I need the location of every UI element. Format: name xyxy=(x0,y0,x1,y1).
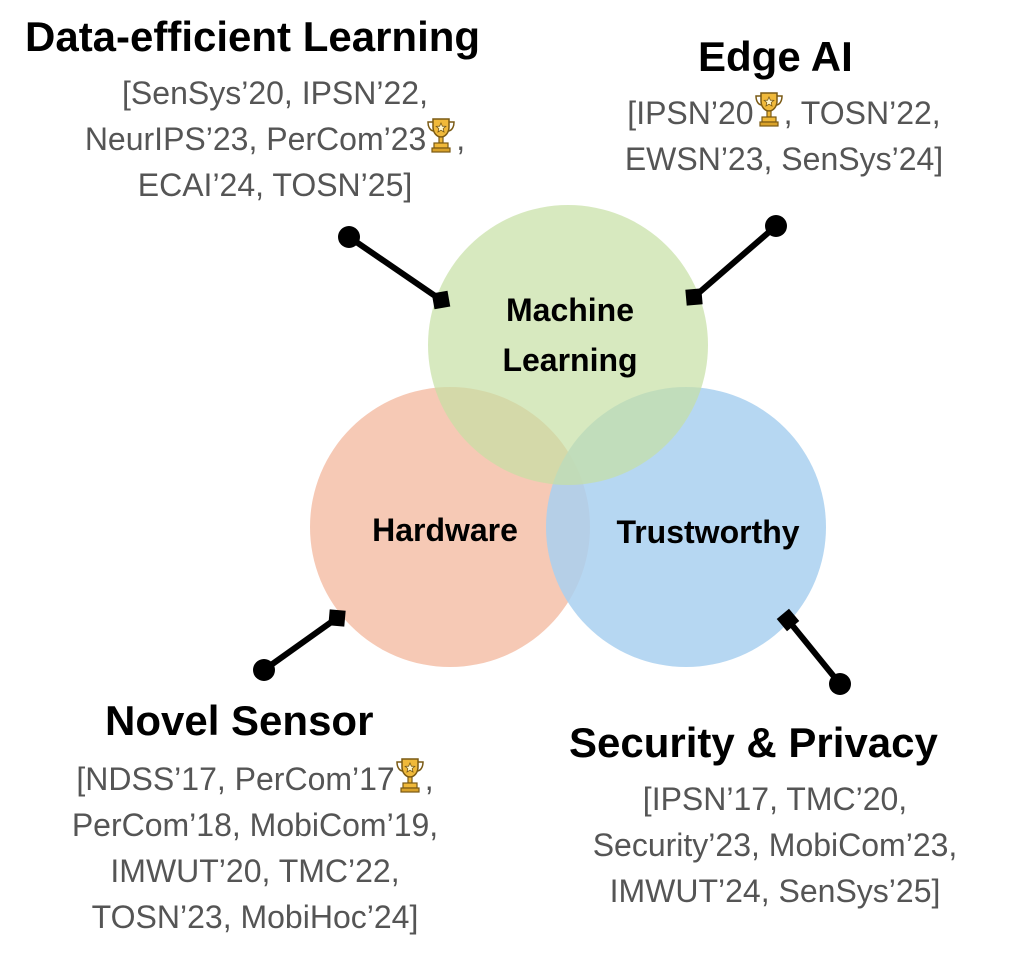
trophy-icon xyxy=(395,758,424,793)
security-privacy-title: Security & Privacy xyxy=(569,719,938,766)
security-privacy-pubs-line1: [IPSN’17, TMC’20, xyxy=(642,781,908,817)
novel-sensor-publications: [NDSS’17, PerCom’17, PerCom’18, MobiCom’… xyxy=(30,756,480,940)
data-efficient-pubs-line2: NeurIPS’23, PerCom’23, xyxy=(0,116,550,162)
novel-sensor-pubs-line1b: , xyxy=(424,761,434,797)
data-efficient-title: Data-efficient Learning xyxy=(25,13,481,60)
data-efficient-pubs-line1: [SenSys’20, IPSN’22, xyxy=(122,75,428,111)
connector-data-efficient xyxy=(338,226,451,310)
edge-ai-pubs-line1b: , TOSN’22, xyxy=(783,95,941,131)
novel-sensor-pubs-line1a: [NDSS’17, PerCom’17 xyxy=(76,761,395,797)
edge-ai-pubs-line1: [IPSN’20 , TOSN’22, xyxy=(584,90,984,136)
novel-sensor-pubs-line3: IMWUT’20, TMC’22, xyxy=(110,853,400,889)
connector-security-privacy xyxy=(776,608,851,695)
connector-novel-sensor xyxy=(253,609,346,681)
trophy-icon xyxy=(754,92,783,127)
data-efficient-pubs-line2a: NeurIPS’23, PerCom’23 xyxy=(84,121,427,157)
security-privacy-pubs-line2: Security’23, MobiCom’23, xyxy=(592,827,958,863)
machine-learning-circle xyxy=(428,205,708,485)
data-efficient-pubs-line2b: , xyxy=(456,121,466,157)
trustworthy-label: Trustworthy xyxy=(616,514,800,550)
edge-ai-publications: [IPSN’20 , TOSN’22, EWSN’23, SenSys’24] xyxy=(584,90,984,182)
security-privacy-pubs-line3: IMWUT’24, SenSys’25] xyxy=(609,873,941,909)
hardware-label: Hardware xyxy=(372,512,518,548)
data-efficient-publications: [SenSys’20, IPSN’22, NeurIPS’23, PerCom’… xyxy=(0,70,550,208)
connector-edge-ai xyxy=(685,215,787,306)
security-privacy-publications: [IPSN’17, TMC’20, Security’23, MobiCom’2… xyxy=(550,776,1000,914)
trophy-icon xyxy=(427,118,456,153)
novel-sensor-pubs-line1: [NDSS’17, PerCom’17, xyxy=(30,756,480,802)
novel-sensor-pubs-line2: PerCom’18, MobiCom’19, xyxy=(71,807,439,843)
edge-ai-pubs-line1a: [IPSN’20 xyxy=(627,95,754,131)
data-efficient-pubs-line3: ECAI’24, TOSN’25] xyxy=(137,167,413,203)
novel-sensor-pubs-line4: TOSN’23, MobiHoc’24] xyxy=(91,899,419,935)
machine-learning-label-line1: Machine xyxy=(505,292,635,328)
novel-sensor-title: Novel Sensor xyxy=(105,697,374,744)
machine-learning-label: Machine Learning xyxy=(470,285,670,385)
machine-learning-label-line2: Learning xyxy=(502,342,638,378)
edge-ai-title: Edge AI xyxy=(698,33,853,80)
edge-ai-pubs-line2: EWSN’23, SenSys’24] xyxy=(624,141,944,177)
